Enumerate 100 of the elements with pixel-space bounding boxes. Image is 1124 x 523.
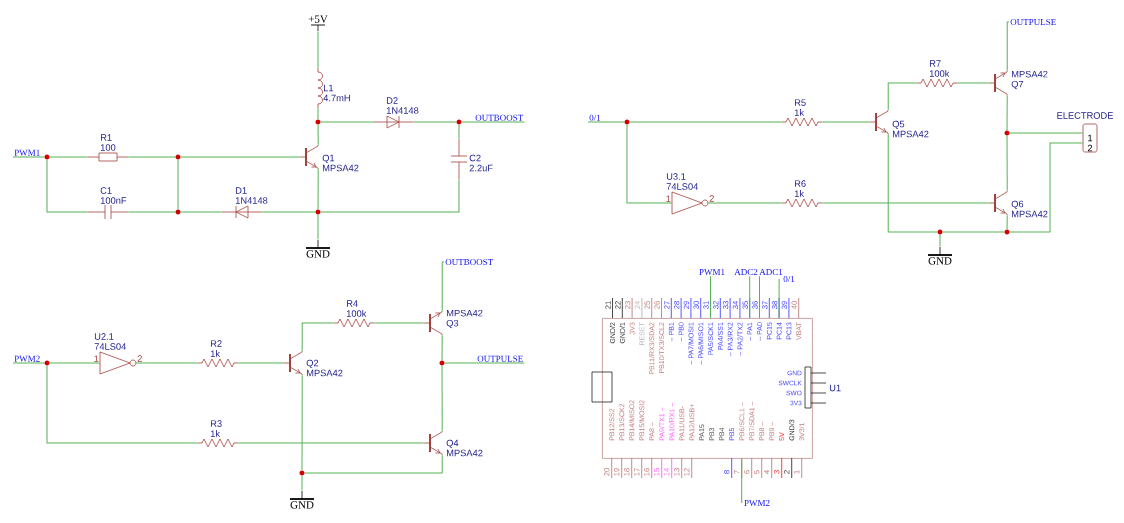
node-label: 2 bbox=[709, 195, 714, 202]
wire bbox=[46, 159, 89, 213]
wire bbox=[135, 362, 199, 364]
resistor: R1 100 bbox=[87, 134, 129, 162]
wire bbox=[821, 121, 871, 123]
resistor: R3 1k bbox=[197, 420, 239, 448]
inverter-gate: 1 2 U2.1 74LS04 bbox=[94, 333, 142, 375]
capacitor: C1 100nF bbox=[87, 187, 129, 220]
wire bbox=[304, 454, 443, 474]
net-label: OUTBOOST bbox=[445, 259, 494, 266]
wire bbox=[587, 121, 625, 123]
wire bbox=[412, 121, 457, 123]
wire bbox=[629, 121, 783, 123]
transistor: Q5 MPSA42 bbox=[869, 109, 929, 138]
wire bbox=[741, 458, 743, 504]
net-label: OUTPULSE bbox=[477, 355, 523, 362]
wire bbox=[320, 121, 374, 123]
wire bbox=[320, 178, 460, 213]
net-label: PWM1 bbox=[14, 149, 40, 156]
transistor: Q2 MPSA42 bbox=[283, 350, 343, 377]
wire bbox=[301, 374, 303, 471]
wire bbox=[749, 275, 751, 319]
wire bbox=[939, 234, 941, 248]
wire bbox=[127, 211, 176, 213]
wire bbox=[237, 442, 425, 444]
wire bbox=[46, 365, 199, 444]
wire bbox=[317, 214, 319, 241]
resistor: R5 1k bbox=[781, 99, 823, 127]
inductor: L1 4.7mH bbox=[317, 67, 350, 109]
net-label: PWM2 bbox=[744, 499, 770, 507]
node-label: U1 bbox=[829, 384, 841, 392]
node-label: D2 bbox=[386, 97, 398, 104]
wire bbox=[301, 475, 303, 492]
node-label: U3.1 bbox=[666, 173, 686, 180]
net-label: PWM1 bbox=[699, 268, 725, 276]
wire bbox=[1006, 214, 1008, 230]
capacitor: C2 2.2uF bbox=[450, 138, 493, 180]
wire bbox=[1009, 132, 1084, 134]
wire bbox=[237, 362, 285, 364]
wire bbox=[317, 168, 319, 210]
wire bbox=[1006, 21, 1010, 72]
wire bbox=[180, 156, 301, 158]
node-label: 2 bbox=[137, 355, 142, 362]
resistor: R6 1k bbox=[781, 180, 823, 208]
wire bbox=[373, 322, 425, 324]
wire bbox=[1006, 94, 1008, 131]
node-label: ELECTRODE bbox=[1057, 112, 1114, 119]
wire bbox=[127, 156, 176, 158]
wire bbox=[49, 156, 89, 158]
transistor: MPSA42 Q3 bbox=[423, 309, 483, 336]
wire bbox=[778, 278, 780, 319]
wire bbox=[444, 362, 525, 364]
net-label: 0/1 bbox=[589, 114, 601, 121]
wire bbox=[49, 362, 101, 364]
node-label: D1 bbox=[235, 187, 247, 194]
wire bbox=[301, 322, 335, 352]
wire bbox=[177, 159, 179, 210]
wire bbox=[180, 211, 223, 213]
node-label: 74LS04 bbox=[666, 183, 698, 190]
node-label: 74LS04 bbox=[94, 343, 126, 350]
resistor: R4 100k bbox=[333, 300, 375, 328]
wire bbox=[12, 362, 45, 364]
wire bbox=[317, 30, 319, 69]
transistor: Q6 MPSA42 bbox=[988, 190, 1048, 218]
wire bbox=[441, 365, 443, 432]
wire bbox=[12, 156, 45, 158]
wire bbox=[707, 202, 783, 204]
wire bbox=[1006, 135, 1008, 192]
transistor: MPSA42 Q7 bbox=[988, 70, 1048, 96]
net-label: ADC1 bbox=[759, 269, 783, 276]
wire bbox=[956, 82, 990, 84]
net-label: OUTBOOST bbox=[475, 114, 524, 121]
node-label: 1N4148 bbox=[386, 107, 419, 114]
node-label: 1N4148 bbox=[235, 197, 268, 204]
wire bbox=[461, 121, 525, 123]
wire bbox=[441, 334, 443, 361]
inverter-gate: 1 2 U3.1 74LS04 bbox=[666, 173, 714, 215]
node-label: U2.1 bbox=[94, 333, 114, 340]
wire bbox=[458, 124, 460, 140]
node-label: 100 bbox=[100, 144, 116, 151]
wire bbox=[759, 275, 760, 319]
net-label: OUTPULSE bbox=[1010, 19, 1056, 26]
net-label: ADC2 bbox=[734, 269, 758, 276]
wire bbox=[317, 124, 319, 146]
node-label: 1 bbox=[94, 355, 99, 362]
wire bbox=[887, 82, 918, 111]
transistor: Q4 MPSA42 bbox=[423, 430, 483, 457]
wire bbox=[1009, 142, 1084, 233]
wire bbox=[942, 231, 1005, 233]
net-label: 0/1 bbox=[783, 275, 795, 283]
net-label: PWM2 bbox=[14, 355, 40, 362]
wire bbox=[317, 107, 319, 120]
wire bbox=[441, 261, 445, 312]
resistor: R2 1k bbox=[197, 340, 239, 368]
wire bbox=[821, 202, 990, 204]
wire bbox=[710, 275, 711, 319]
wire bbox=[626, 124, 673, 204]
node-label: R1 bbox=[100, 134, 112, 141]
connector: ELECTRODE 1 2 bbox=[1057, 112, 1114, 153]
node-label: 1 bbox=[666, 195, 671, 202]
